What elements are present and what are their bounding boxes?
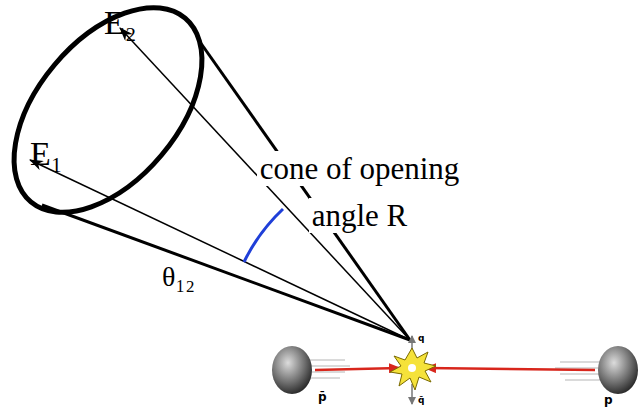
collision-burst [390, 348, 436, 390]
beam-label: p [604, 394, 613, 407]
beam-streaks [290, 360, 615, 380]
quark-label: q [418, 334, 424, 344]
quark-label: q̄ [418, 396, 424, 406]
cone-edge [200, 42, 410, 340]
angle-label: θ₁₂ [162, 262, 195, 293]
proton-bunch [598, 346, 638, 394]
cone-label: cone of opening angle R [252, 146, 467, 239]
beam-label: p̄ [318, 391, 327, 404]
beam-arrow [425, 368, 595, 370]
beam-arrow [315, 368, 400, 370]
energy-label: E₂ [104, 4, 137, 41]
cone-mouth [0, 0, 239, 247]
energy-label: E₁ [30, 135, 63, 172]
angle-arc [244, 209, 283, 262]
collision-core [408, 364, 416, 372]
quark-arrow [411, 384, 413, 404]
antiproton-bunch [272, 346, 312, 394]
particle-arrow [30, 160, 410, 340]
